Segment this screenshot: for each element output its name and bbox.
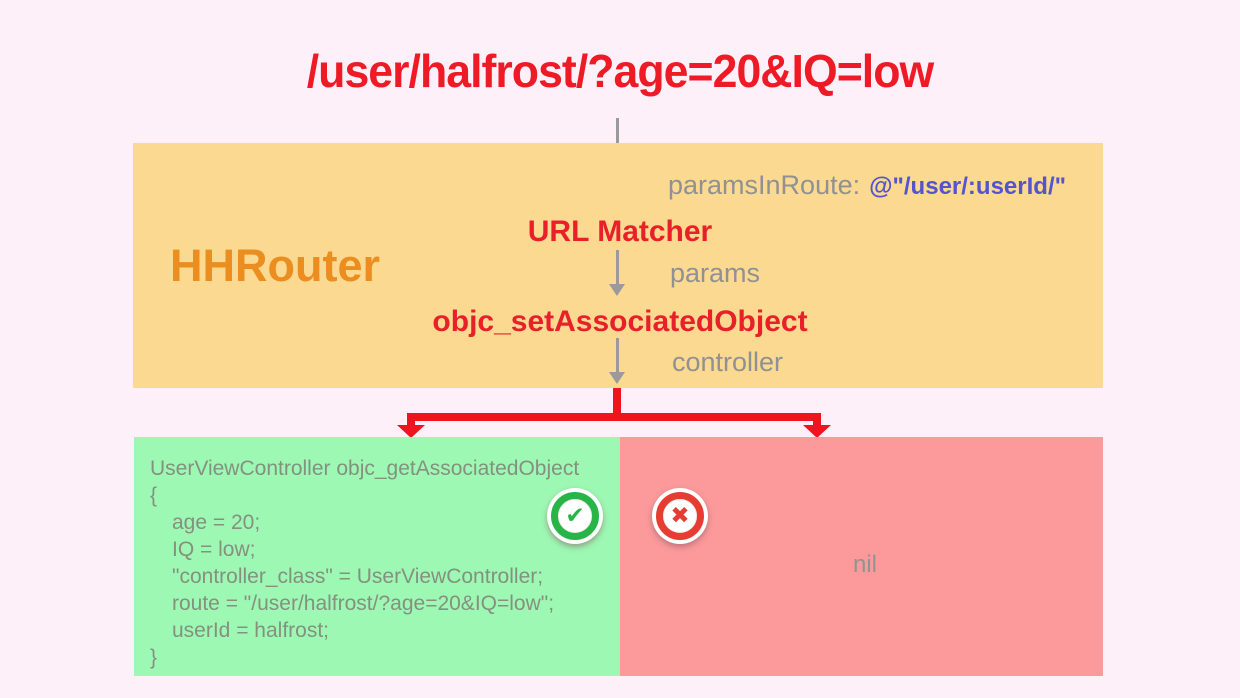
branch-connector-right-drop: [813, 413, 821, 427]
params-in-route-value: @"/user/:userId/": [869, 173, 1066, 200]
hhrouter-label: HHRouter: [170, 240, 380, 291]
red-arrow-head-right: [803, 425, 831, 438]
arrow-shaft: [615, 250, 619, 284]
code-line: {: [150, 484, 158, 507]
code-line: userId = halfrost;: [172, 619, 329, 642]
associated-object-dump: UserViewController objc_getAssociatedObj…: [150, 455, 579, 671]
success-result-box: [134, 437, 620, 676]
code-line: }: [150, 646, 158, 669]
red-arrow-head-left: [397, 425, 425, 438]
params-label: params: [670, 258, 761, 288]
check-icon-ring: ✔: [551, 492, 599, 540]
controller-label: controller: [672, 347, 784, 377]
branch-connector-stem: [613, 388, 621, 417]
code-line: route = "/user/halfrost/?age=20&IQ=low";: [172, 592, 555, 615]
cross-icon: ✖: [652, 488, 708, 544]
success-header: UserViewController objc_getAssociatedObj…: [150, 457, 580, 480]
arrow-down-icon: [609, 338, 625, 384]
cross-icon-ring: ✖: [656, 492, 704, 540]
page-title: /user/halfrost/?age=20&IQ=low: [306, 45, 934, 97]
set-associated-object-label: objc_setAssociatedObject: [432, 305, 808, 338]
arrow-head: [609, 284, 625, 296]
params-in-route-label: paramsInRoute:: [668, 170, 861, 200]
nil-value: nil: [853, 551, 878, 578]
failure-result-box: [620, 437, 1103, 676]
arrow-head: [609, 372, 625, 384]
arrow-down-icon: [609, 250, 625, 296]
branch-connector-left-drop: [407, 413, 415, 427]
check-glyph: ✔: [565, 502, 585, 528]
params-in-route-line: paramsInRoute: @"/user/:userId/": [668, 170, 1066, 201]
branch-connector-bar: [407, 413, 821, 421]
cross-glyph: ✖: [670, 502, 690, 528]
url-matcher-label: URL Matcher: [527, 215, 713, 248]
code-line: "controller_class" = UserViewController;: [172, 565, 544, 588]
code-line: IQ = low;: [172, 538, 256, 561]
arrow-shaft: [615, 338, 619, 372]
check-icon: ✔: [547, 488, 603, 544]
code-line: age = 20;: [172, 511, 261, 534]
